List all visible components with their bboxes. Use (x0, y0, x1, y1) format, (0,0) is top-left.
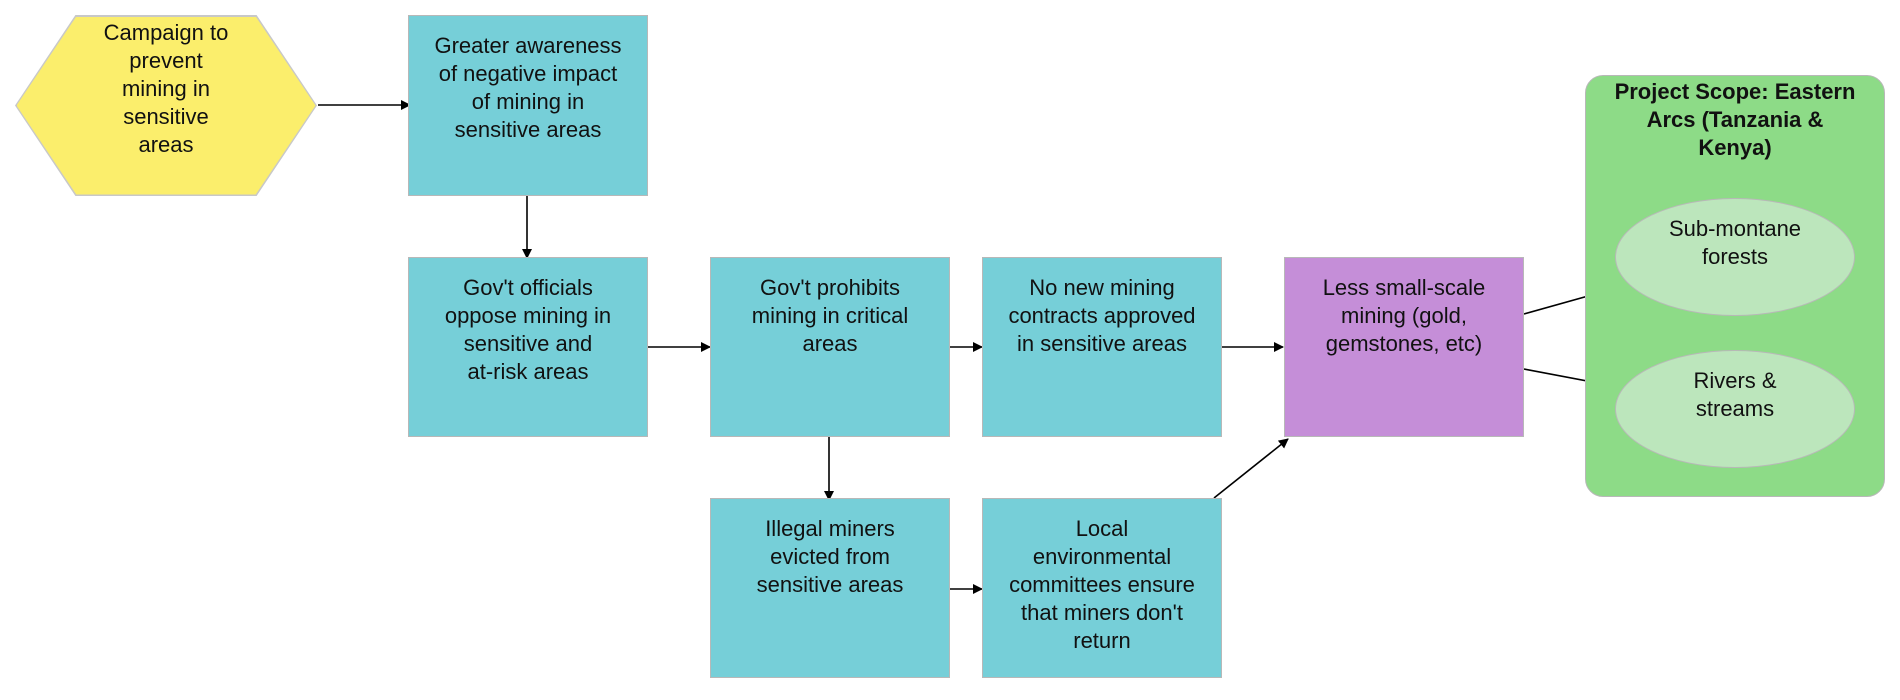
awareness-node: Greater awareness of negative impact of … (408, 15, 648, 196)
less-mining-label: Less small-scale mining (gold, gemstones… (1322, 275, 1486, 356)
officials-label: Gov't officials oppose mining in sensiti… (444, 275, 612, 384)
officials-node: Gov't officials oppose mining in sensiti… (408, 257, 648, 437)
forests-label: Sub-montane forests (1668, 216, 1802, 269)
forests-target: Sub-montane forests (1615, 198, 1855, 316)
awareness-label: Greater awareness of negative impact of … (434, 33, 622, 142)
campaign-label: Campaign to prevent mining in sensitive … (103, 19, 229, 157)
rivers-label: Rivers & streams (1693, 368, 1777, 421)
edge-committees-to-less-mining (1213, 438, 1289, 499)
no-contracts-label: No new mining contracts approved in sens… (1008, 275, 1196, 356)
rivers-target: Rivers & streams (1615, 350, 1855, 468)
committees-label: Local environmental committees ensure th… (1009, 516, 1195, 653)
campaign-node: Campaign to prevent mining in sensitive … (15, 15, 317, 196)
prohibits-label: Gov't prohibits mining in critical areas (751, 275, 909, 356)
evicted-node: Illegal miners evicted from sensitive ar… (710, 498, 950, 678)
committees-node: Local environmental committees ensure th… (982, 498, 1222, 678)
prohibits-node: Gov't prohibits mining in critical areas (710, 257, 950, 437)
project-scope-title: Project Scope: Eastern Arcs (Tanzania & … (1614, 79, 1856, 160)
no-contracts-node: No new mining contracts approved in sens… (982, 257, 1222, 437)
evicted-label: Illegal miners evicted from sensitive ar… (756, 516, 904, 597)
less-mining-node: Less small-scale mining (gold, gemstones… (1284, 257, 1524, 437)
